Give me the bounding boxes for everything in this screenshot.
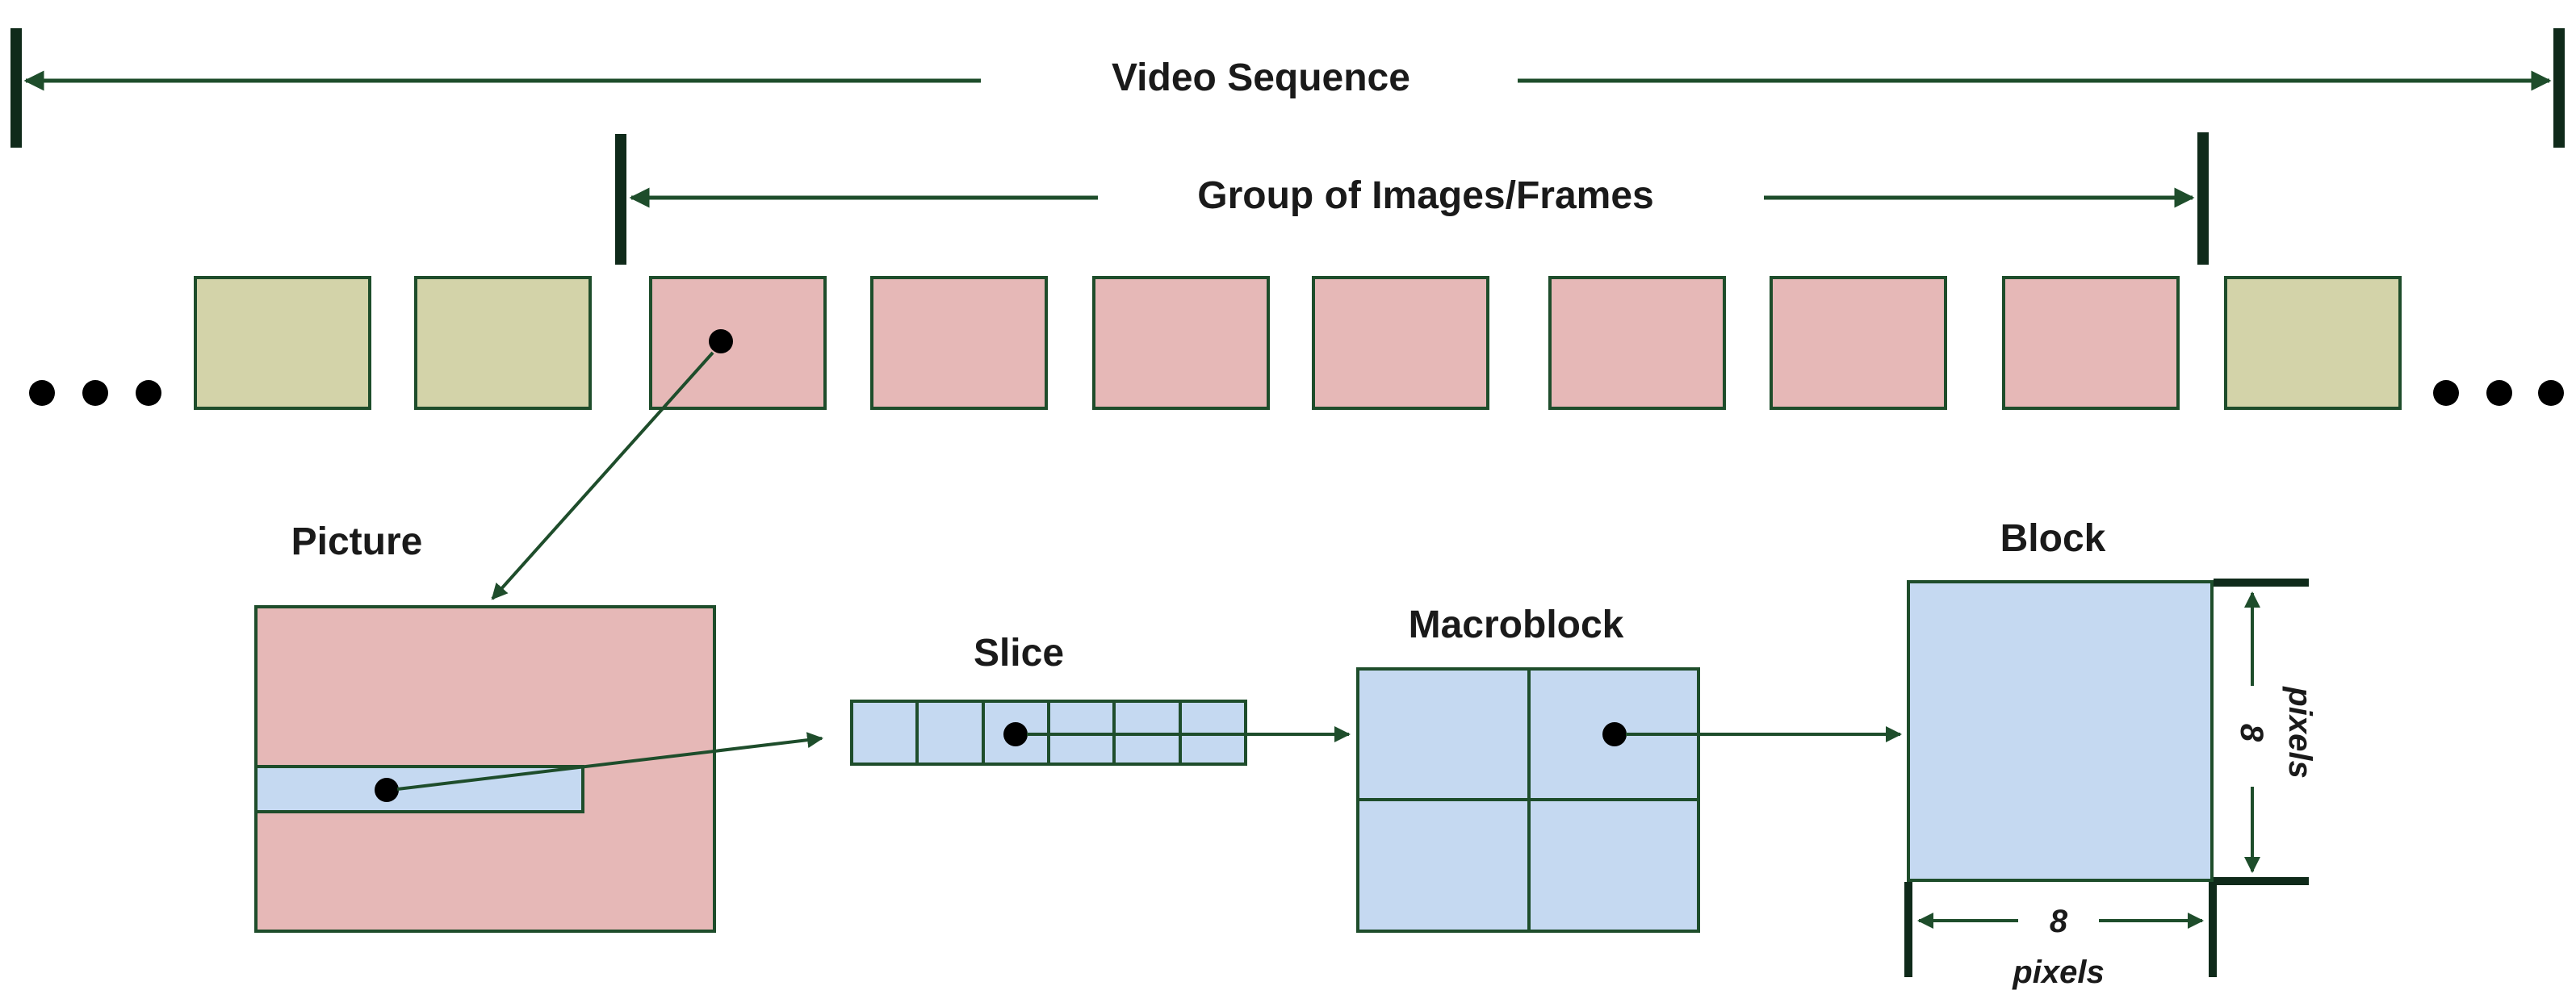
block-dim-bottom-bar [2214, 877, 2309, 885]
slice-label: Slice [974, 632, 1064, 675]
picture-label: Picture [291, 520, 423, 563]
block-label: Block [2000, 517, 2106, 560]
group-label: Group of Images/Frames [1197, 174, 1653, 217]
group-frame [870, 276, 1048, 410]
group-right-bar [2197, 132, 2209, 265]
block-dim-vertical-value: 8 [2234, 724, 2269, 742]
group-frame [649, 276, 827, 410]
group-left-bar [615, 134, 626, 265]
group-frame [2002, 276, 2180, 410]
macroblock-block-dot [1602, 722, 1627, 746]
group-frame [1092, 276, 1270, 410]
frame-to-picture-arrow [491, 351, 714, 600]
ellipsis-left [29, 380, 161, 406]
macroblock-label: Macroblock [1409, 604, 1624, 646]
video-sequence-label: Video Sequence [1112, 56, 1410, 99]
group-frame [1312, 276, 1489, 410]
ellipsis-right [2433, 380, 2564, 406]
outside-frame [2224, 276, 2402, 410]
outside-frame [194, 276, 371, 410]
frame-point-dot [709, 329, 733, 353]
video-sequence-right-bar [2553, 28, 2565, 148]
block-box [1907, 580, 2214, 882]
video-sequence-left-bar [10, 28, 22, 148]
picture-slice-dot [375, 778, 399, 802]
picture-to-slice-arrow [396, 732, 823, 791]
group-frame [1770, 276, 1947, 410]
outside-frame [414, 276, 592, 410]
group-frame [1548, 276, 1726, 410]
block-dim-top-bar [2214, 579, 2309, 587]
block-dim-right-bar [2209, 882, 2217, 977]
block-dim-horizontal-unit: pixels [2012, 955, 2104, 990]
block-dim-left-bar [1904, 882, 1912, 977]
slice-macroblock-dot [1003, 722, 1028, 746]
block-dim-horizontal-value: 8 [2050, 904, 2068, 939]
block-dim-vertical-unit: pixels [2282, 686, 2318, 778]
frame-row [194, 276, 2402, 410]
